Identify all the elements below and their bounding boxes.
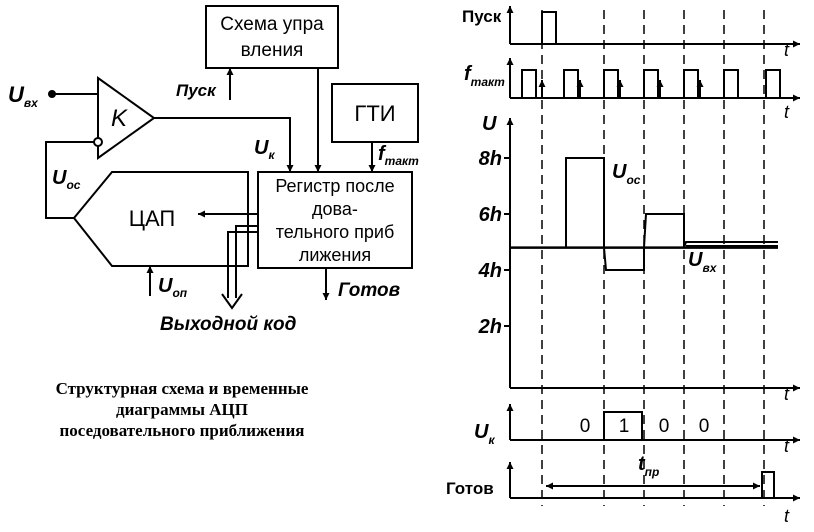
clock-pulse [603, 69, 619, 98]
time-axis-label-comparator: t [784, 436, 790, 456]
feedback-staircase [565, 157, 778, 271]
y-tick-label: 2h [478, 316, 502, 338]
caption-line-1: Структурная схема и временные [55, 379, 309, 398]
output-bus-line-b [227, 231, 258, 298]
time-axis-label-clock: t [784, 102, 790, 122]
clock-row-label: fтакт [464, 63, 505, 89]
control-block-line-1: Схема упра [220, 14, 324, 35]
start-label: Пуск [176, 81, 217, 100]
ready-output-label: Готов [338, 280, 400, 301]
ready-row-label: Готов [446, 479, 494, 498]
reference-voltage-label: Uоп [158, 275, 188, 300]
output-bus-line-a [235, 225, 258, 298]
clock-block-label: ГТИ [354, 101, 395, 126]
comparator-high-pulse [603, 411, 643, 440]
register-line-4: лижения [299, 245, 371, 265]
comparator-row-label: Uк [474, 421, 495, 447]
y-tick-label: 8h [479, 148, 502, 170]
output-bus-arrow [221, 293, 243, 310]
time-axis-label-ready: t [784, 506, 790, 526]
clock-pulse [643, 69, 659, 98]
clock-pulse [521, 69, 537, 98]
y-tick-label: 4h [478, 260, 502, 282]
comparator-label: K [111, 105, 128, 132]
register-line-1: Регистр после [275, 176, 394, 196]
caption-line-3: поседовательного приближения [59, 421, 305, 440]
timing-diagrams: Пуск fтакт U Uос Uвх Uк Готов tпр t t t … [446, 6, 800, 526]
control-block-line-2: вления [241, 40, 304, 61]
start-pulse [510, 11, 557, 45]
clock-pulse [563, 69, 579, 98]
dac-block [72, 171, 249, 267]
comparator-inverting-bubble [93, 137, 103, 147]
clock-block [331, 83, 419, 143]
conversion-time-label: tпр [638, 453, 659, 479]
feedback-voltage-label: Uос [52, 167, 81, 192]
y-tick-label: 6h [479, 204, 502, 226]
start-row-label: Пуск [462, 7, 502, 26]
comparator-block [97, 76, 156, 160]
register-block [257, 171, 413, 269]
output-code-label: Выходной код [160, 314, 297, 335]
comparator-bit: 0 [699, 416, 710, 437]
comparator-output-label: Uк [254, 137, 275, 162]
comparator-bit: 1 [619, 416, 630, 437]
clock-frequency-label: fтакт [378, 143, 419, 168]
voltage-axis-label: U [482, 113, 497, 135]
control-block [205, 5, 339, 69]
block-diagram [45, 5, 419, 310]
comparator-bit: 0 [580, 416, 591, 437]
feedback-wire [45, 141, 94, 219]
time-axis-label-start: t [784, 40, 790, 60]
figure-caption: Структурная схема и временные диаграммы … [4, 378, 360, 441]
feedback-curve-label: Uос [612, 161, 641, 187]
comparator-bit: 0 [659, 416, 670, 437]
time-axis-label-voltage: t [784, 384, 790, 404]
input-voltage-label: Uвх [8, 82, 39, 110]
clock-pulse [723, 69, 739, 98]
register-line-2: дова- [312, 199, 358, 219]
register-line-3: тельного приб [276, 222, 395, 242]
ready-pulse [761, 471, 775, 498]
comparator-output-wire [154, 117, 294, 172]
input-level-label: Uвх [688, 249, 718, 275]
caption-line-2: диаграммы АЦП [116, 400, 248, 419]
input-terminal [48, 90, 56, 98]
dac-block-label: ЦАП [129, 206, 176, 231]
clock-pulse [683, 69, 699, 98]
clock-pulse [765, 69, 781, 98]
